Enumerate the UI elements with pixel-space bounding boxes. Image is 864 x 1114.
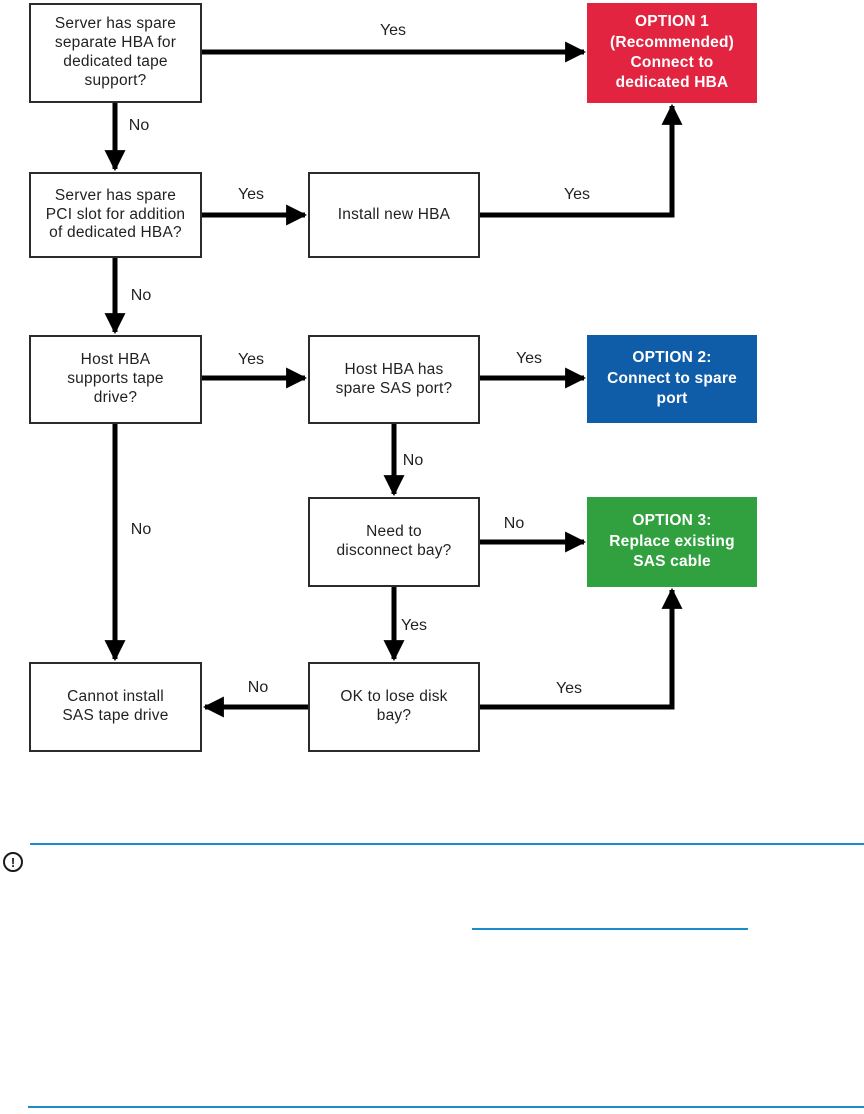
node-install-new-hba: Install new HBA (308, 172, 480, 258)
node-line: SAS cable (633, 553, 711, 571)
node-server-spare-pci-slot: Server has spare PCI slot for addition o… (29, 172, 202, 258)
section-divider-rule (30, 843, 864, 845)
edge-label-yes: Yes (237, 186, 265, 203)
node-server-spare-hba: Server has spare separate HBA for dedica… (29, 3, 202, 103)
node-host-hba-supports-tape: Host HBA supports tape drive? (29, 335, 202, 424)
node-line: OPTION 3: (632, 512, 712, 530)
edge-label-no: No (402, 452, 424, 469)
node-line: supports tape (67, 370, 164, 388)
edge-label-no: No (128, 117, 150, 134)
edge-label-no: No (130, 287, 152, 304)
node-line: PCI slot for addition (45, 205, 186, 223)
node-line: (Recommended) (609, 33, 735, 51)
page-bottom-rule (28, 1106, 864, 1108)
node-line: Server has spare (54, 15, 177, 33)
node-line: Replace existing (609, 532, 735, 550)
link-underline[interactable] (472, 928, 748, 930)
important-icon-glyph: ! (10, 854, 16, 870)
node-option3-replace-cable: OPTION 3: Replace existing SAS cable (587, 497, 757, 587)
node-line: separate HBA for (54, 34, 177, 52)
node-option1-dedicated-hba: OPTION 1 (Recommended) Connect to dedica… (587, 3, 757, 103)
node-line: Need to (366, 523, 422, 541)
flowchart-connectors (104, 41, 683, 718)
edge-label-yes: Yes (515, 350, 543, 367)
node-line: OPTION 2: (632, 349, 712, 367)
edge-yes-to-option3-up (480, 587, 683, 710)
edge-label-yes: Yes (237, 351, 265, 368)
node-line: Install new HBA (337, 205, 451, 223)
node-line: Connect to (630, 54, 714, 71)
node-line: OPTION 1 (635, 13, 709, 31)
edge-label-no: No (130, 521, 152, 538)
edge-label-yes: Yes (563, 186, 591, 203)
node-line: of dedicated HBA? (49, 224, 182, 242)
node-host-hba-spare-sas-port: Host HBA has spare SAS port? (308, 335, 480, 424)
node-line: Host HBA has (344, 360, 444, 378)
node-cannot-install-tape-drive: Cannot install SAS tape drive (29, 662, 202, 752)
edge-install-yes-to-option1 (480, 103, 683, 218)
node-line: Host HBA (80, 351, 151, 369)
node-need-to-disconnect-bay: Need to disconnect bay? (308, 497, 480, 587)
node-line: dedicated tape (63, 53, 168, 70)
edge-label-yes: Yes (555, 680, 583, 697)
edge-label-no: No (503, 515, 525, 532)
node-line: Connect to spare (607, 369, 737, 387)
node-line: dedicated HBA (615, 74, 729, 92)
node-line: disconnect bay? (336, 542, 452, 559)
node-line: drive? (93, 388, 138, 406)
edge-label-yes: Yes (400, 617, 428, 634)
node-line: OK to lose disk (340, 688, 448, 706)
node-line: SAS tape drive (62, 707, 169, 724)
node-line: Cannot install (67, 688, 164, 706)
node-line: spare SAS port? (335, 379, 453, 397)
important-icon: ! (3, 852, 23, 872)
edge-label-no: No (247, 679, 269, 696)
node-line: port (656, 390, 688, 408)
node-option2-spare-port: OPTION 2: Connect to spare port (587, 335, 757, 423)
node-ok-to-lose-disk-bay: OK to lose disk bay? (308, 662, 480, 752)
node-line: Server has spare (54, 186, 177, 204)
edge-label-yes: Yes (379, 22, 407, 39)
node-line: support? (84, 71, 147, 89)
node-line: bay? (376, 707, 412, 724)
